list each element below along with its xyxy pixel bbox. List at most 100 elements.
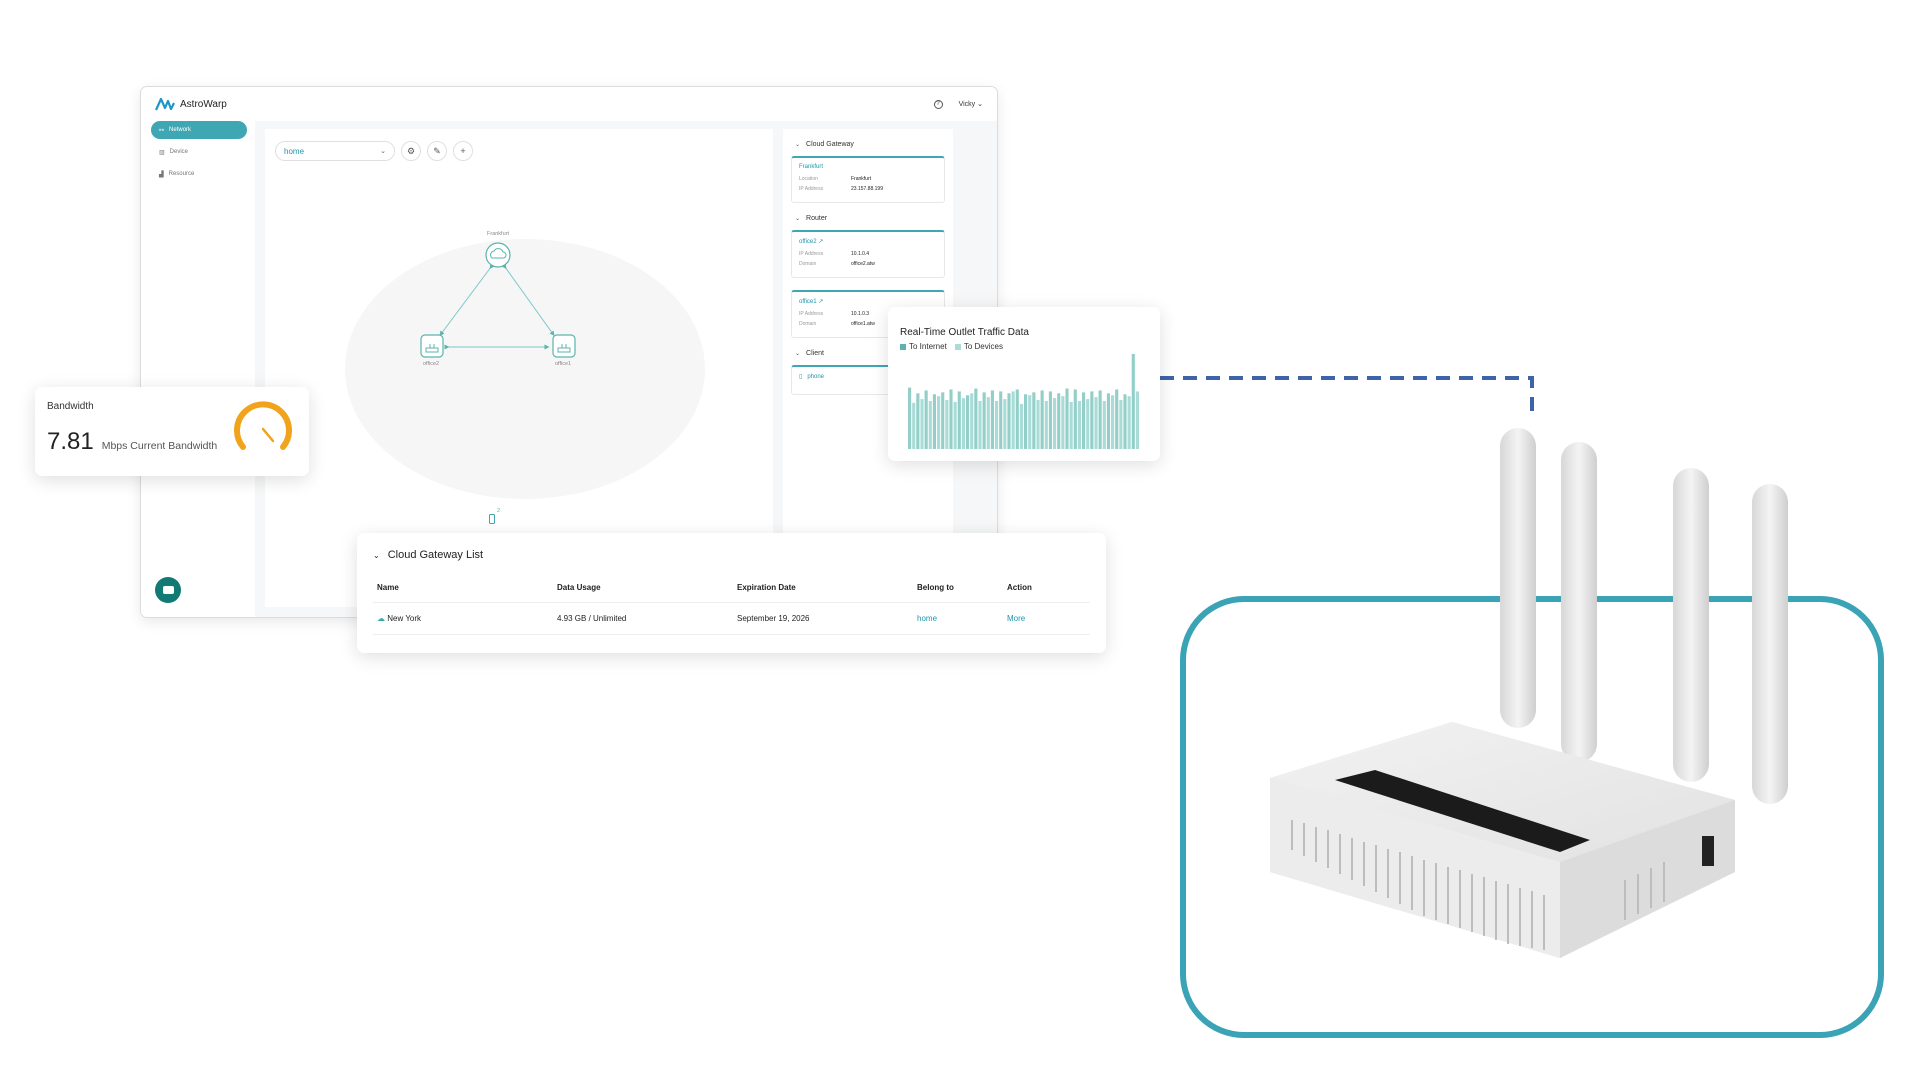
chat-button[interactable] [155, 577, 181, 603]
bar-to-internet [1007, 393, 1011, 449]
bar-to-devices [945, 400, 949, 449]
chevron-down-icon: ⌄ [795, 351, 801, 357]
section-router[interactable]: ⌄ Router [795, 215, 945, 222]
card-title: phone [807, 373, 824, 380]
bar-to-internet [908, 387, 912, 449]
column-header: Name [377, 583, 399, 592]
canvas-toolbar: home ⌄ ⚙ ✎ + [275, 141, 473, 161]
gateway-list-title: Cloud Gateway List [387, 549, 484, 561]
section-title: Cloud Gateway [806, 141, 854, 148]
more-action-link[interactable]: More [1007, 614, 1026, 623]
bar-to-internet [1024, 394, 1028, 449]
bandwidth-value: 7.81 [47, 428, 94, 455]
bar-to-devices [1069, 401, 1073, 449]
traffic-chart-card: Real-Time Outlet Traffic Data To Interne… [888, 307, 1160, 461]
bar-to-internet [990, 390, 995, 449]
legend-swatch [900, 343, 906, 350]
bar-to-devices [1111, 395, 1115, 449]
belong-to-link[interactable]: home [917, 614, 938, 623]
section-client[interactable]: ⌄ Client [795, 350, 945, 357]
gateway-name: New York [387, 614, 422, 623]
sidebar-item-resource[interactable]: ▟ Resource [151, 165, 247, 183]
node-office2[interactable] [420, 334, 444, 358]
bar-to-devices [1028, 395, 1032, 449]
bar-to-internet [932, 394, 937, 449]
gateway-name-cell: ☁ New York [377, 614, 557, 623]
card-title: office2 ↗ [799, 238, 937, 245]
topology-canvas[interactable]: home ⌄ ⚙ ✎ + [265, 129, 773, 607]
node-office1[interactable] [552, 334, 576, 358]
cloud-icon [490, 248, 507, 259]
bar-to-devices [1102, 401, 1106, 449]
link-frankfurt-office1 [501, 263, 555, 337]
section-cloud-gateway[interactable]: ⌄ Cloud Gateway [795, 141, 945, 148]
bar-to-internet [1090, 391, 1094, 449]
legend-label: To Internet [909, 342, 947, 351]
bar-to-devices [1003, 399, 1007, 449]
bar-to-internet [1015, 389, 1019, 449]
gear-icon: ⚙ [406, 145, 416, 156]
resource-icon: ▟ [159, 171, 164, 178]
bar-to-internet [999, 391, 1003, 449]
bar-to-internet [916, 393, 920, 449]
node-frankfurt[interactable] [485, 242, 511, 268]
client-phone-node[interactable] [489, 514, 495, 524]
settings-button[interactable]: ⚙ [401, 141, 421, 161]
bar-to-internet [1040, 390, 1044, 449]
node-label: Frankfurt [487, 231, 510, 237]
chevron-down-icon: ⌄ [795, 216, 801, 222]
sidebar-item-network[interactable]: ⚯ Network [151, 121, 247, 139]
antenna [1500, 428, 1788, 804]
field-label: Domain [799, 321, 817, 327]
edit-icon: ✎ [433, 145, 441, 156]
chart-title: Real-Time Outlet Traffic Data [900, 327, 1029, 338]
legend-item[interactable]: To Devices [954, 342, 1003, 351]
gateway-list-header[interactable]: ⌄ Cloud Gateway List [373, 549, 1090, 561]
bar-to-devices [986, 397, 990, 449]
cloud-gateway-list-card: ⌄ Cloud Gateway List Name Data Usage Exp… [357, 533, 1106, 653]
bar-to-internet [1115, 389, 1119, 449]
bar-to-internet [1048, 391, 1053, 449]
bar-to-devices [1119, 400, 1123, 449]
bar-to-devices [1094, 397, 1098, 449]
chevron-down-icon: ⌄ [373, 550, 380, 560]
column-header: Belong to [917, 583, 954, 592]
brand[interactable]: AstroWarp [155, 97, 227, 111]
network-icon: ⚯ [159, 127, 165, 134]
bar-to-devices [928, 401, 932, 449]
bar-to-internet [1082, 392, 1086, 449]
traffic-bar-chart [908, 353, 1140, 449]
bar-to-internet [949, 389, 953, 449]
help-icon[interactable]: ? [933, 99, 943, 109]
sidebar-item-device[interactable]: ▥ Device [151, 143, 247, 161]
user-menu[interactable]: Vicky ⌄ [959, 100, 983, 108]
bandwidth-label: Bandwidth [47, 401, 94, 412]
bar-to-internet [1123, 394, 1127, 449]
bar-to-devices [1036, 400, 1040, 449]
bar-to-devices [1011, 391, 1015, 449]
edit-button[interactable]: ✎ [427, 141, 447, 161]
bar-to-devices [970, 393, 974, 449]
legend-item[interactable]: To Internet [900, 342, 947, 351]
cloud-icon: ☁ [377, 614, 385, 623]
bar-to-devices [920, 399, 924, 449]
field-label: IP Address [799, 311, 824, 317]
card-title: Frankfurt [799, 164, 824, 170]
bar-to-devices [1044, 401, 1048, 449]
bar-to-devices [961, 398, 966, 449]
router-icon [425, 344, 439, 353]
add-button[interactable]: + [453, 141, 473, 161]
chart-legend: To Internet To Devices [900, 342, 1148, 351]
phone-icon: ▯ [799, 374, 803, 380]
bar-to-internet [1065, 388, 1069, 449]
bar-to-internet [1073, 389, 1077, 449]
bar-to-devices [978, 401, 982, 449]
plus-icon: + [460, 146, 466, 156]
network-select[interactable]: home ⌄ [275, 141, 395, 161]
card-title-text: office1 [799, 299, 817, 305]
data-usage-cell: 4.93 GB / Unlimited [557, 614, 627, 623]
user-name: Vicky [958, 101, 976, 108]
